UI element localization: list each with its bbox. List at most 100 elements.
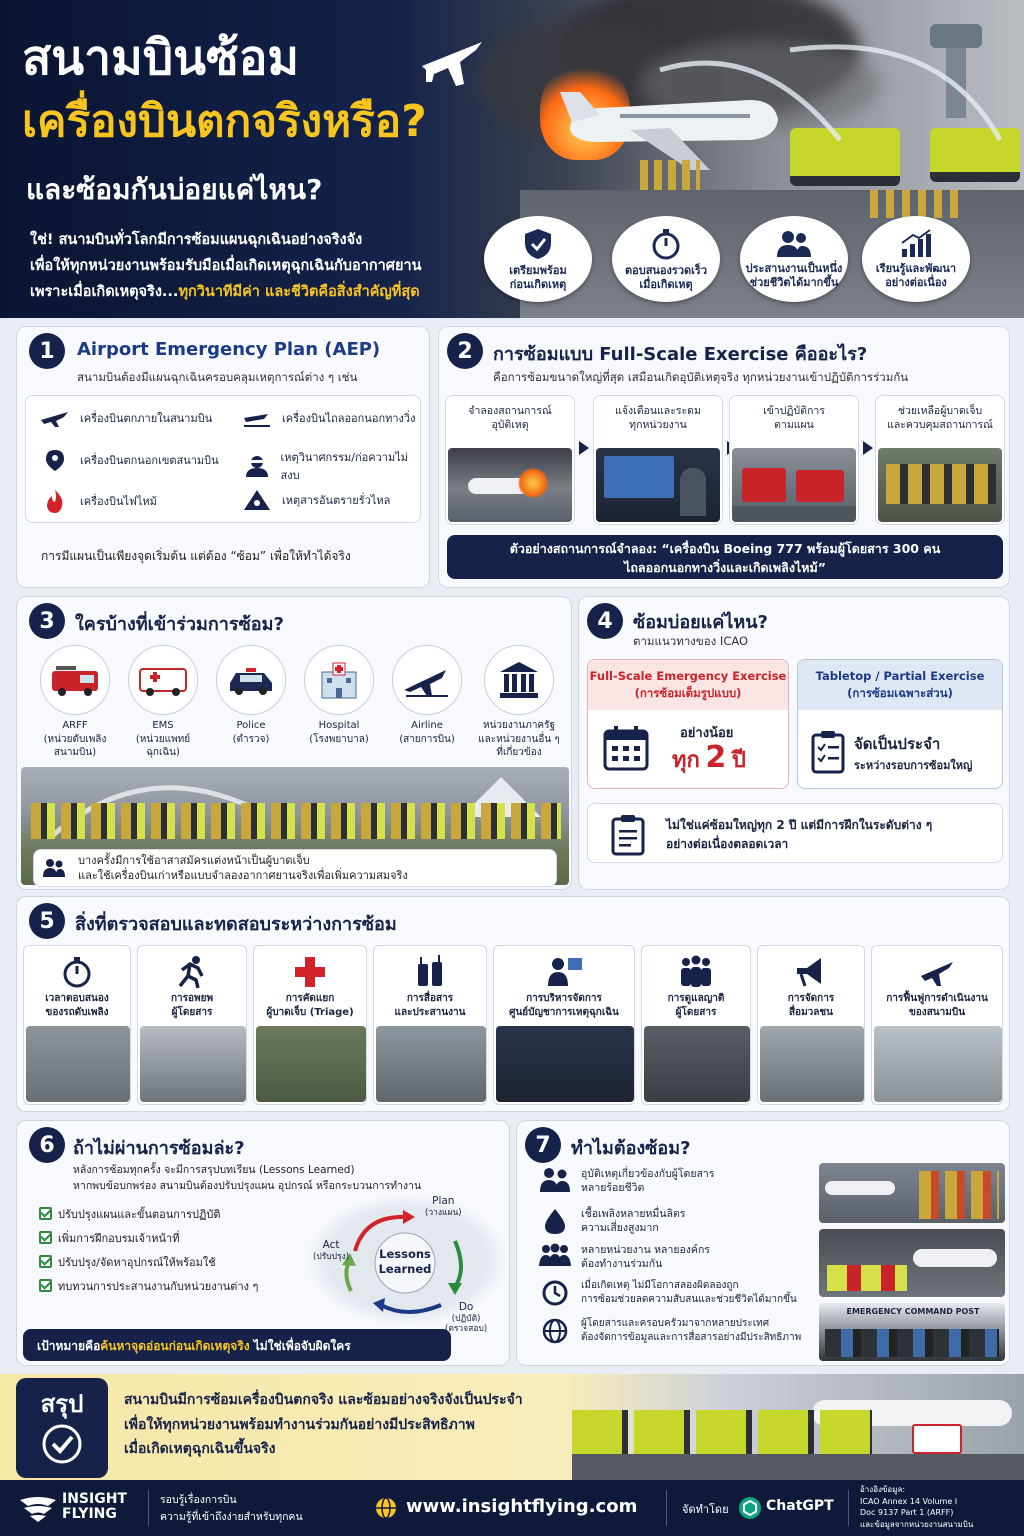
running-person-icon bbox=[178, 956, 204, 989]
test-card: การบริหารจัดการศูนย์บัญชาการเหตุฉุกเฉิน bbox=[493, 945, 635, 1105]
test-card-photo bbox=[644, 1026, 750, 1102]
test-card-photo bbox=[376, 1026, 486, 1102]
calendar-icon bbox=[603, 726, 649, 771]
chatgpt-logo-icon bbox=[739, 1497, 761, 1519]
event-item: เครื่องบินตกภายในสนามบิน bbox=[40, 408, 212, 428]
lessons-sub-2: หากพบข้อบกพร่อง สนามบินต้องปรับปรุงแผน อ… bbox=[73, 1180, 422, 1192]
intro-line-2: เพื่อให้ทุกหน่วยงานพร้อมรับมือเมื่อเกิดเ… bbox=[30, 258, 422, 274]
tabletop-card: Tabletop / Partial Exercise(การซ้อมเฉพาะ… bbox=[797, 659, 1003, 789]
test-card: การฟื้นฟูการดำเนินงานของสนามบิน bbox=[871, 945, 1003, 1105]
test-card-photo bbox=[496, 1026, 634, 1102]
people-icon bbox=[777, 230, 811, 257]
website-link[interactable]: www.insightflying.com bbox=[406, 1496, 638, 1517]
crash-photo bbox=[448, 448, 572, 522]
cycle-arrows-icon bbox=[342, 1210, 463, 1314]
masked-person-icon bbox=[246, 456, 268, 477]
cycle-plan: Plan(วางแผน) bbox=[425, 1195, 462, 1218]
check-item: ปรับปรุง/จัดหาอุปกรณ์ให้พร้อมใช้ bbox=[39, 1253, 216, 1271]
title-line-2: เครื่องบินตกจริงหรือ? bbox=[22, 96, 427, 147]
org-government: หน่วยงานภาครัฐและหน่วยงานอื่น ๆที่เกี่ยว… bbox=[473, 645, 565, 760]
alert-center-photo bbox=[596, 448, 720, 522]
water-spray bbox=[659, 44, 1003, 142]
section-number: 6 bbox=[29, 1127, 65, 1163]
test-card: เวลาตอบสนองของรถดับเพลิง bbox=[23, 945, 131, 1105]
section-title: ถ้าไม่ผ่านการซ้อมล่ะ? bbox=[73, 1138, 245, 1159]
globe-icon bbox=[542, 1318, 568, 1344]
section-number: 3 bbox=[29, 603, 65, 639]
checkbox-icon bbox=[39, 1255, 52, 1268]
people-icon bbox=[43, 859, 65, 877]
pdca-cycle: Plan(วางแผน) Do(ปฏิบัติ)(ตรวจสอบ) Act(ปร… bbox=[307, 1195, 507, 1334]
org-airline: Airline(สายการบิน) bbox=[387, 645, 467, 746]
step-card: เข้าปฏิบัติการตามแผน bbox=[729, 395, 859, 525]
test-card: การสื่อสารและประสานงาน bbox=[373, 945, 487, 1105]
org-police: Police(ตำรวจ) bbox=[211, 645, 291, 746]
section-title: Airport Emergency Plan (AEP) bbox=[77, 339, 381, 360]
test-card-label: การคัดแยกผู้บาดเจ็บ (Triage) bbox=[266, 993, 354, 1018]
test-card: การอพยพผู้โดยสาร bbox=[137, 945, 247, 1105]
checkbox-icon bbox=[39, 1231, 52, 1244]
event-item: เครื่องบินไฟไหม้ bbox=[40, 488, 157, 514]
event-item: เหตุสารอันตรายรั่วไหล bbox=[242, 488, 390, 512]
check-item: ทบทวนการประสานงานกับหน่วยงานต่าง ๆ bbox=[39, 1277, 258, 1295]
fuel-drop-icon bbox=[545, 1209, 565, 1234]
why-photo-3: EMERGENCY COMMAND POST bbox=[819, 1303, 1005, 1361]
family-icon bbox=[681, 955, 711, 987]
globe-icon bbox=[376, 1497, 396, 1519]
test-card-label: การบริหารจัดการศูนย์บัญชาการเหตุฉุกเฉิน bbox=[509, 993, 619, 1018]
megaphone-icon bbox=[797, 958, 821, 987]
step-card: ช่วยเหลือผู้บาดเจ็บและควบคุมสถานการณ์ bbox=[875, 395, 1005, 525]
ambulance-icon bbox=[139, 668, 187, 696]
section-number: 5 bbox=[29, 903, 65, 939]
organizations-icon bbox=[539, 1243, 571, 1266]
location-pin-icon bbox=[46, 450, 64, 471]
arrow-icon bbox=[863, 441, 873, 455]
full-scale-min: อย่างน้อย bbox=[680, 726, 734, 741]
test-card-label: การสื่อสารและประสานงาน bbox=[394, 993, 466, 1018]
reason-row: หลายหน่วยงาน หลายองค์กรต้องทำงานร่วมกัน bbox=[539, 1243, 710, 1271]
section-subtitle: คือการซ้อมขนาดใหญ่ที่สุด เสมือนเกิดอุบัต… bbox=[493, 370, 909, 384]
test-card-photo bbox=[256, 1026, 366, 1102]
arrow-icon bbox=[579, 441, 589, 455]
radio-icon bbox=[418, 955, 442, 986]
government-building-icon bbox=[500, 662, 538, 698]
event-item: เหตุวินาศกรรม/ก่อความไม่สงบ bbox=[242, 448, 420, 484]
test-card: การจัดการสื่อมวลชน bbox=[757, 945, 865, 1105]
section-title: ใครบ้างที่เข้าร่วมการซ้อม? bbox=[75, 614, 284, 635]
test-card: การดูแลญาติผู้โดยสาร bbox=[641, 945, 751, 1105]
fire-truck bbox=[790, 128, 900, 186]
section-title: สิ่งที่ตรวจสอบและทดสอบระหว่างการซ้อม bbox=[75, 914, 397, 935]
event-item: เครื่องบินไถลออกนอกทางวิ่ง bbox=[242, 408, 415, 428]
rescue-photo bbox=[878, 448, 1002, 522]
plane-skid-icon bbox=[244, 414, 270, 427]
test-card-label: เวลาตอบสนองของรถดับเพลิง bbox=[45, 993, 109, 1018]
clock-icon bbox=[542, 1280, 568, 1306]
section-aep: 1 Airport Emergency Plan (AEP) สนามบินต้… bbox=[16, 326, 430, 588]
frequency-note: ไม่ใช่แค่ซ้อมใหญ่ทุก 2 ปี แต่มีการฝึกในร… bbox=[587, 803, 1003, 863]
step-card: จำลองสถานการณ์อุบัติเหตุ bbox=[445, 395, 575, 525]
test-card-photo bbox=[140, 1026, 246, 1102]
summary-label-box: สรุป bbox=[16, 1378, 108, 1478]
checkbox-icon bbox=[39, 1207, 52, 1220]
full-scale-card: Full-Scale Emergency Exercise(การซ้อมเต็… bbox=[587, 659, 789, 789]
check-circle-icon bbox=[42, 1424, 82, 1464]
growth-chart-icon bbox=[901, 228, 931, 257]
lessons-sub-1: หลังการซ้อมทุกครั้ง จะมีการสรุปบทเรียน (… bbox=[73, 1164, 355, 1176]
section-subtitle: ตามแนวทางของ ICAO bbox=[633, 634, 749, 648]
aep-note: การมีแผนเป็นเพียงจุดเริ่มต้น แต่ต้อง “ซ้… bbox=[41, 549, 351, 563]
title-line-1: สนามบินซ้อม bbox=[22, 30, 300, 86]
people-group-icon bbox=[540, 1168, 570, 1192]
response-photo bbox=[732, 448, 856, 522]
event-list: เครื่องบินตกภายในสนามบิน เครื่องบินไถลออ… bbox=[25, 395, 421, 523]
summary-label: สรุป bbox=[40, 1390, 84, 1418]
test-card-label: การดูแลญาติผู้โดยสาร bbox=[667, 993, 725, 1018]
tool-name: ChatGPT bbox=[766, 1498, 834, 1514]
medical-cross-icon bbox=[295, 957, 325, 987]
section-frequency: 4 ซ้อมบ่อยแค่ไหน? ตามแนวทางของ ICAO Full… bbox=[578, 596, 1010, 890]
reason-row: ผู้โดยสารและครอบครัวมาจากหลายประเทศต้องจ… bbox=[539, 1317, 801, 1345]
fire-truck bbox=[930, 128, 1020, 182]
event-item: เครื่องบินตกนอกเขตสนามบิน bbox=[40, 448, 219, 472]
